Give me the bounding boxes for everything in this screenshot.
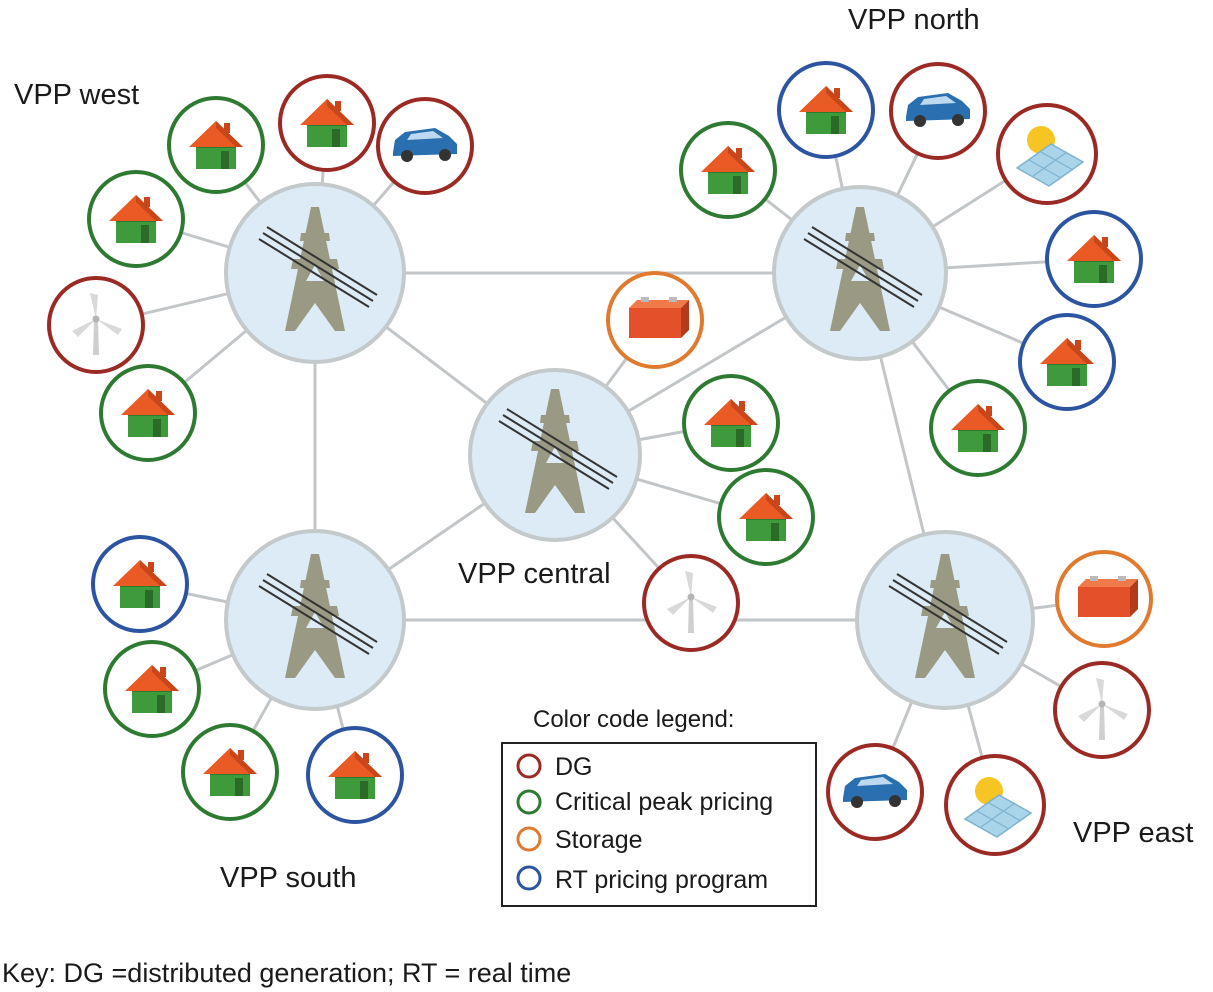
node-west-house-3 xyxy=(87,170,185,268)
hub-north xyxy=(772,185,948,361)
node-north-car xyxy=(889,62,987,160)
node-north-house-2 xyxy=(777,61,875,159)
hub-central xyxy=(468,368,642,542)
legend-swatch xyxy=(516,789,542,815)
legend: Color code legend: DG Critical peak pric… xyxy=(501,706,817,907)
battery-icon xyxy=(629,297,689,338)
legend-label: RT pricing program xyxy=(555,866,768,894)
legend-label: Critical peak pricing xyxy=(555,788,773,816)
hub-south xyxy=(224,529,406,711)
legend-box xyxy=(501,742,817,907)
hub-east xyxy=(855,530,1035,710)
node-south-house-2 xyxy=(103,640,201,738)
node-west-wind xyxy=(47,276,145,374)
legend-swatch xyxy=(516,826,542,852)
legend-item-storage: Storage xyxy=(516,826,643,854)
legend-item-critical-peak: Critical peak pricing xyxy=(516,788,773,816)
legend-label: DG xyxy=(555,753,593,781)
legend-label: Storage xyxy=(555,826,643,854)
node-central-house-1 xyxy=(682,374,780,472)
node-south-house-4 xyxy=(306,726,404,824)
legend-title: Color code legend: xyxy=(533,706,734,733)
node-south-house-3 xyxy=(181,723,279,821)
node-north-solar xyxy=(996,103,1098,205)
node-north-house-4 xyxy=(1018,313,1116,411)
node-central-storage xyxy=(606,271,704,369)
hub-label-west: VPP west xyxy=(14,79,139,111)
legend-swatch xyxy=(516,865,542,891)
node-east-storage xyxy=(1055,550,1153,648)
legend-item-rt-pricing: RT pricing program xyxy=(516,865,768,894)
legend-swatch xyxy=(516,753,542,779)
hub-label-south: VPP south xyxy=(220,862,357,894)
node-east-solar xyxy=(944,754,1046,856)
node-east-car xyxy=(826,743,924,841)
hub-label-central: VPP central xyxy=(458,558,611,590)
node-east-wind xyxy=(1053,661,1151,759)
device-nodes xyxy=(47,61,1153,856)
key-text: Key: DG =distributed generation; RT = re… xyxy=(2,958,571,988)
node-central-house-2 xyxy=(717,468,815,566)
node-north-house-5 xyxy=(929,379,1027,477)
node-central-wind xyxy=(642,554,740,652)
legend-item-dg: DG xyxy=(516,753,593,781)
hub-west xyxy=(224,182,406,364)
node-west-house-1 xyxy=(167,96,265,194)
node-north-house-3 xyxy=(1045,210,1143,308)
node-south-house-1 xyxy=(91,535,189,633)
node-west-car xyxy=(376,97,474,195)
hub-label-north: VPP north xyxy=(848,4,980,36)
hub-label-east: VPP east xyxy=(1073,817,1193,849)
battery-icon xyxy=(1078,576,1138,617)
node-west-house-2 xyxy=(278,74,376,172)
node-north-house-1 xyxy=(679,121,777,219)
node-west-house-4 xyxy=(99,364,197,462)
